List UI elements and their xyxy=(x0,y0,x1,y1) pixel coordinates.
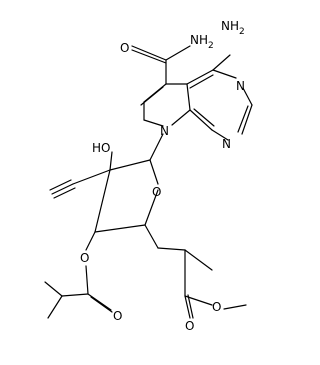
atom-label-methyl-ester-carbonyl-o: O xyxy=(185,319,194,333)
bond-lines xyxy=(44,45,253,319)
atom-label-pyrimidine-n-top: N xyxy=(236,79,245,93)
atom-labels: NH2 O NH2 N N N HO O O O O O xyxy=(80,19,245,333)
atom-label-pyrimidine-n-bottom: N xyxy=(222,137,231,151)
atom-label-amide-o: O xyxy=(120,41,129,55)
atom-label-pyrrole-n: N xyxy=(160,124,169,138)
atom-label-isobutyrate-carbonyl-o: O xyxy=(113,309,122,323)
atom-label-ring-oxygen: O xyxy=(152,185,161,199)
atom-label-amine-n: NH2 xyxy=(221,19,245,37)
atom-label-amide-n: NH2 xyxy=(190,33,214,51)
chemical-structure: NH2 O NH2 N N N HO O O O O O xyxy=(44,19,253,333)
atom-label-ester-oxygen: O xyxy=(80,251,89,265)
atom-label-hydroxyl: HO xyxy=(92,141,110,155)
atom-label-methyl-ester-o: O xyxy=(212,300,221,314)
